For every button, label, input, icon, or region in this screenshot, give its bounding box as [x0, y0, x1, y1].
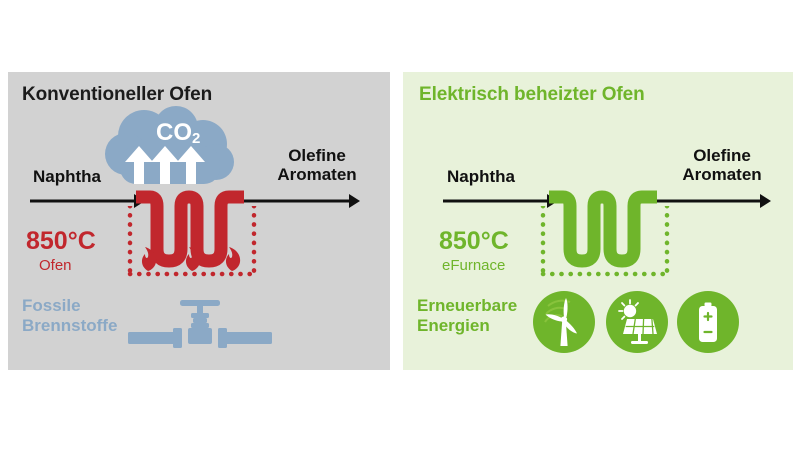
furnace-type-label-electric: eFurnace	[442, 257, 506, 274]
wind-turbine-icon	[533, 291, 595, 353]
outlet-label-line1: Olefine	[693, 146, 751, 165]
pipe-valve-icon	[128, 300, 272, 348]
energy-source-line2: Energien	[417, 315, 490, 335]
furnace-boundary-electric	[540, 206, 670, 277]
outlet-label-line2: Aromaten	[682, 165, 762, 185]
panel-title-conventional: Konventioneller Ofen	[22, 84, 213, 105]
flame-icon-group	[141, 247, 241, 271]
furnace-type-label-conventional: Ofen	[39, 257, 72, 274]
co2-subscript: 2	[192, 130, 201, 147]
inlet-label-conventional: Naphtha	[33, 167, 101, 186]
furnace-coil-electric	[549, 190, 657, 268]
outlet-label-electric: Olefine Aromaten	[659, 146, 785, 184]
energy-source-label-electric: Erneuerbare Energien	[417, 296, 517, 335]
furnace-coil-conventional	[136, 190, 244, 268]
solar-panel-icon	[606, 291, 668, 353]
co2-text: CO	[156, 119, 192, 146]
outlet-label-conventional: Olefine Aromaten	[254, 146, 380, 184]
energy-source-line1: Fossile	[22, 296, 81, 315]
outlet-arrow-electric	[646, 194, 771, 208]
panel-electric-furnace: Elektrisch beheizter Ofen Naphtha Olefin…	[403, 72, 793, 370]
inlet-label-electric: Naphtha	[447, 167, 515, 186]
energy-source-line2: Brennstoffe	[22, 315, 118, 335]
furnace-boundary-conventional	[127, 206, 257, 277]
temperature-conventional: 850°C	[26, 227, 96, 255]
energy-source-label-conventional: Fossile Brennstoffe	[22, 296, 117, 335]
panel-conventional-furnace: Konventioneller Ofen CO2 Naphtha	[8, 72, 390, 370]
energy-source-line1: Erneuerbare	[417, 296, 518, 315]
panel-title-electric: Elektrisch beheizter Ofen	[419, 84, 645, 105]
battery-icon	[677, 291, 739, 353]
temperature-electric: 850°C	[439, 227, 509, 255]
outlet-label-line2: Aromaten	[277, 165, 357, 185]
outlet-arrow-conventional	[237, 194, 360, 208]
outlet-label-line1: Olefine	[288, 146, 346, 165]
co2-label: CO2	[156, 119, 201, 148]
co2-cloud-icon	[105, 106, 234, 184]
